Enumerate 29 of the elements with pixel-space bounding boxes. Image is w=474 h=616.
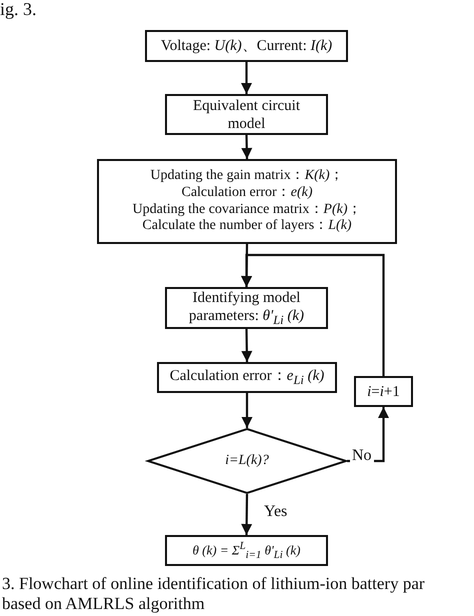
arrow [241,328,252,362]
node-text: i=i+1 [367,382,400,400]
node-text: Updating the gain matrix：K(k)； [150,168,344,185]
node-text: Calculation error：e$_{Li}$ (k) [170,367,324,388]
process-box [354,376,413,407]
arrow [241,62,252,94]
node-text: Calculate the number of layers：L(k) [142,218,352,236]
process-box [165,287,328,329]
process-box [97,159,397,244]
arrow [241,134,252,160]
node-text: Calculation error：e(k) [181,184,312,202]
process-box [145,30,348,62]
arrow [241,494,252,536]
figure-number: ig. 3. [0,0,37,20]
arrow [242,393,252,428]
node-text: i=L(k)? [225,452,269,470]
process-box [165,535,328,566]
arrow [347,407,389,462]
node-text: θ (k) = Σ$^{L}$$_{i=1}$ θ'$_{Li}$ (k) [192,540,300,562]
node-text: Voltage: U(k)、Current: I(k) [160,37,332,55]
caption: 3. Flowchart of online identification of lithium-ion battery par based on AMLRLS algorithm [1,574,426,614]
process-box [165,94,328,135]
node-text: Equivalent circuit model [192,96,302,132]
node-text: Updating the covariance matrix：P(k)； [132,202,362,218]
node-text: Identifying model parameters: θ'$_{Li}$ (k) [188,288,306,328]
decision-diamond [147,428,347,494]
arrow [241,254,385,376]
edge-label: No [350,447,374,465]
process-box [157,362,337,393]
